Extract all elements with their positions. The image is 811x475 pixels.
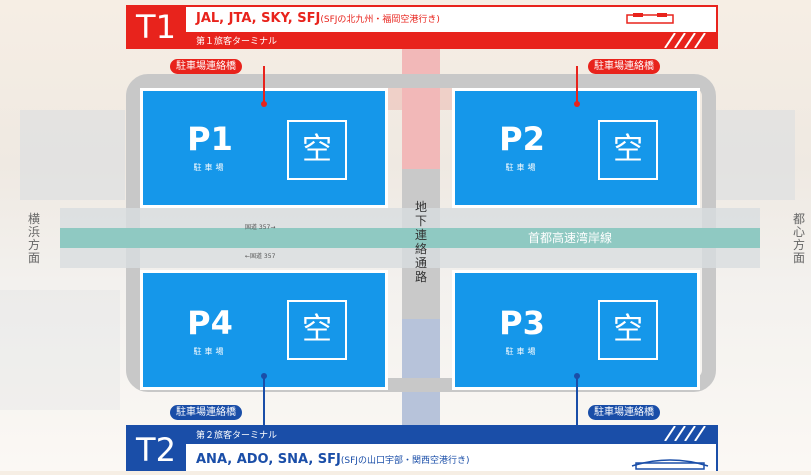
parking-p4[interactable] bbox=[140, 270, 388, 390]
terminal2-airline-note: (SFJの山口宇部・関西空港行き) bbox=[340, 456, 470, 466]
highway-label: 首都高速湾岸線 bbox=[527, 231, 612, 245]
terminal1-airline-list: JAL, JTA, SKY, SFJ bbox=[196, 11, 321, 26]
terminal1-airlines: JAL, JTA, SKY, SFJ(SFJの北九州・福岡空港行き) bbox=[196, 11, 440, 26]
bridge-link-p4 bbox=[263, 376, 265, 426]
terminal1-subtitle: 第１旅客ターミナル bbox=[196, 37, 278, 47]
p4-status: 空 bbox=[287, 300, 347, 360]
p2-status: 空 bbox=[598, 120, 658, 180]
corridor-label: 地下連絡通路 bbox=[414, 200, 427, 284]
p1-name: P1 bbox=[187, 120, 233, 158]
terminal2-airlines: ANA, ADO, SNA, SFJ(SFJの山口宇部・関西空港行き) bbox=[196, 452, 469, 467]
terminal1-tag[interactable]: T1 bbox=[126, 5, 186, 49]
terminal2-strip bbox=[126, 425, 718, 443]
p3-status: 空 bbox=[598, 300, 658, 360]
p2-name: P2 bbox=[499, 120, 545, 158]
bridge-t1-p2[interactable]: 駐車場連絡橋 bbox=[588, 59, 660, 74]
bridge-dot-p2 bbox=[574, 101, 580, 107]
terminal2-subtitle: 第２旅客ターミナル bbox=[196, 431, 278, 441]
corridor-top bbox=[402, 49, 440, 169]
bridge-link-p2 bbox=[576, 66, 578, 104]
terminal2-tag[interactable]: T2 bbox=[126, 425, 186, 471]
terminal1-airline-note: (SFJの北九州・福岡空港行き) bbox=[320, 15, 440, 25]
highway bbox=[60, 228, 760, 248]
direction-right: 都心方面 bbox=[792, 212, 805, 265]
bridge-t2-p4[interactable]: 駐車場連絡橋 bbox=[170, 405, 242, 420]
parking-p3[interactable] bbox=[452, 270, 700, 390]
terminal2-bar bbox=[126, 442, 718, 471]
bridge-dot-p3 bbox=[574, 373, 580, 379]
route-west-label: ←国道 357 bbox=[245, 253, 276, 260]
p4-sub: 駐車場 bbox=[193, 347, 227, 356]
terminal2-stripes bbox=[664, 426, 706, 441]
bridge-t1-p1[interactable]: 駐車場連絡橋 bbox=[170, 59, 242, 74]
p1-status: 空 bbox=[287, 120, 347, 180]
bridge-link-p1 bbox=[263, 66, 265, 104]
p2-sub: 駐車場 bbox=[505, 163, 539, 172]
p3-name: P3 bbox=[499, 304, 545, 342]
bridge-link-p3 bbox=[576, 376, 578, 426]
direction-left: 横浜方面 bbox=[27, 212, 40, 265]
p3-sub: 駐車場 bbox=[505, 347, 539, 356]
bridge-dot-p4 bbox=[261, 373, 267, 379]
terminal1-strip bbox=[126, 32, 718, 49]
terminal2-building-icon bbox=[631, 459, 709, 470]
terminal1-building-icon bbox=[626, 13, 674, 24]
parking-p2[interactable] bbox=[452, 88, 700, 208]
terminal1-stripes bbox=[664, 33, 706, 48]
bridge-dot-p1 bbox=[261, 101, 267, 107]
terminal2-airline-list: ANA, ADO, SNA, SFJ bbox=[196, 452, 341, 467]
bridge-t2-p3[interactable]: 駐車場連絡橋 bbox=[588, 405, 660, 420]
route-east-label: 国道 357→ bbox=[245, 224, 276, 231]
p1-sub: 駐車場 bbox=[193, 163, 227, 172]
p4-name: P4 bbox=[187, 304, 233, 342]
